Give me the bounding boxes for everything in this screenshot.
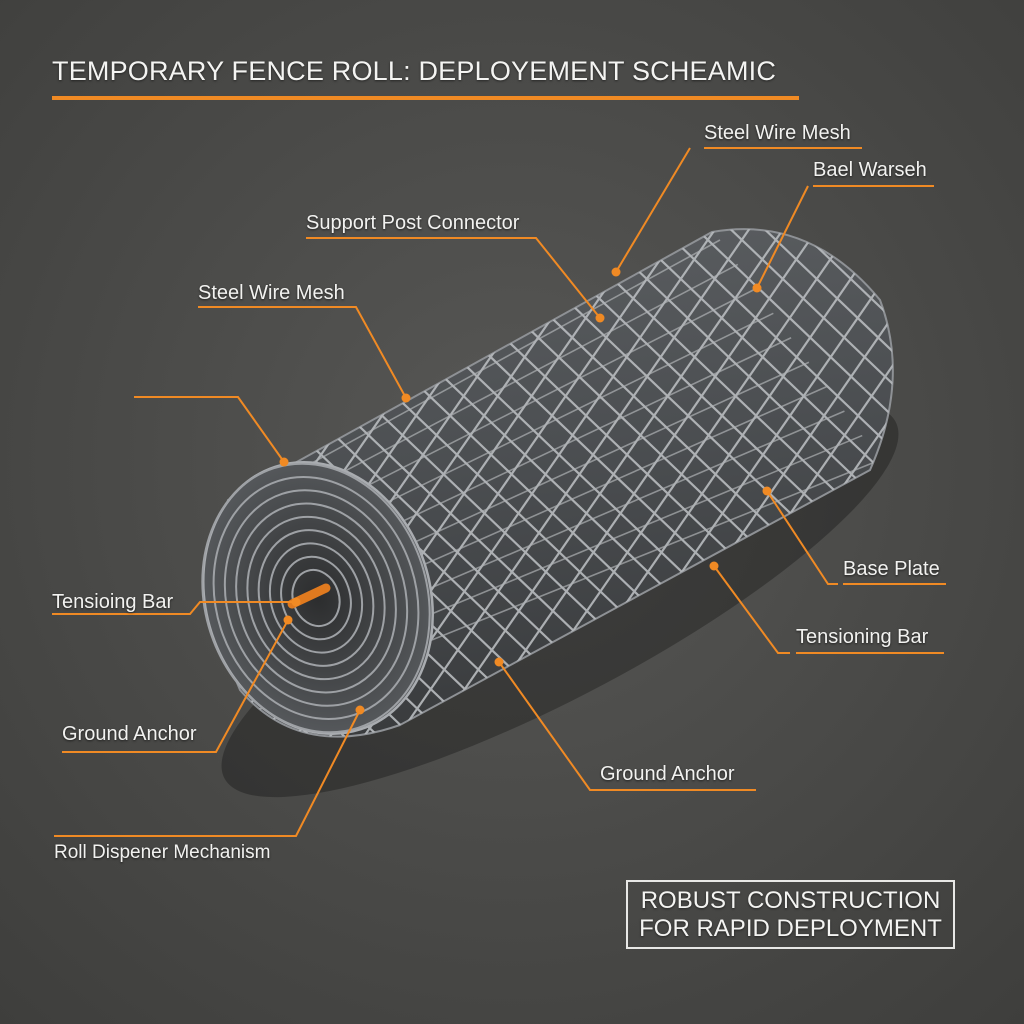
label-bael-warseh: Bael Warseh [813,159,927,181]
spiral-ring [280,555,352,641]
mesh-wire [699,229,893,737]
leader-dot [283,615,293,625]
spiral-ring [268,542,364,654]
label-steel-wire-mesh-left: Steel Wire Mesh [198,282,345,304]
spiral-ring [201,462,431,734]
leader-dot [595,313,605,323]
leader-dot [279,457,289,467]
leader-dots [279,267,772,715]
spiral-ring [212,476,420,720]
label-support-post-connector: Support Post Connector [306,212,520,234]
label-base-plate: Base Plate [843,558,940,580]
leader-dot [291,597,301,607]
leader-line [62,619,289,753]
tagline-line-1: ROBUST CONSTRUCTION [640,886,941,914]
leader-dot [355,705,365,715]
mesh-wire [597,229,893,737]
mesh-wire [733,229,893,737]
mesh-wire [665,229,893,737]
title-underline [52,96,799,100]
page-title: TEMPORARY FENCE ROLL: DEPLOYEMENT SCHEAM… [52,56,777,86]
leader-dot [709,561,719,571]
leader-line [766,490,838,585]
leader-dot [494,657,504,667]
mesh-wire [767,229,893,737]
leader-line [615,147,691,273]
leader-line [52,601,296,615]
label-ground-anchor-left: Ground Anchor [62,723,197,745]
mesh-wire [631,229,893,737]
spiral-ring [235,502,397,694]
leader-line [134,396,285,463]
leader-line [756,185,809,289]
leader-lines [52,147,946,837]
leader-line [713,565,790,654]
spiral-ring [257,529,375,667]
label-tensioning-bar-right: Tensioning Bar [796,626,929,648]
tagline-line-2: FOR RAPID DEPLOYMENT [639,914,942,942]
spiral-ring [246,515,386,681]
tagline-badge: ROBUST CONSTRUCTION FOR RAPID DEPLOYMENT [626,880,955,949]
leader-line [198,306,407,399]
leader-dot [401,393,411,403]
leader-line [306,237,601,319]
leader-dot [762,486,772,496]
label-tensioning-bar-left: Tensioing Bar [52,591,174,613]
leader-line [54,709,361,837]
leader-dot [752,283,762,293]
spiral-ring [223,489,409,707]
leader-dot [611,267,621,277]
label-ground-anchor-right: Ground Anchor [600,763,735,785]
mesh-wire [234,239,721,506]
label-steel-wire-mesh-top: Steel Wire Mesh [704,122,851,144]
mesh-wire [216,229,501,737]
label-roll-dispenser-mechanism: Roll Dispener Mechanism [54,842,271,863]
